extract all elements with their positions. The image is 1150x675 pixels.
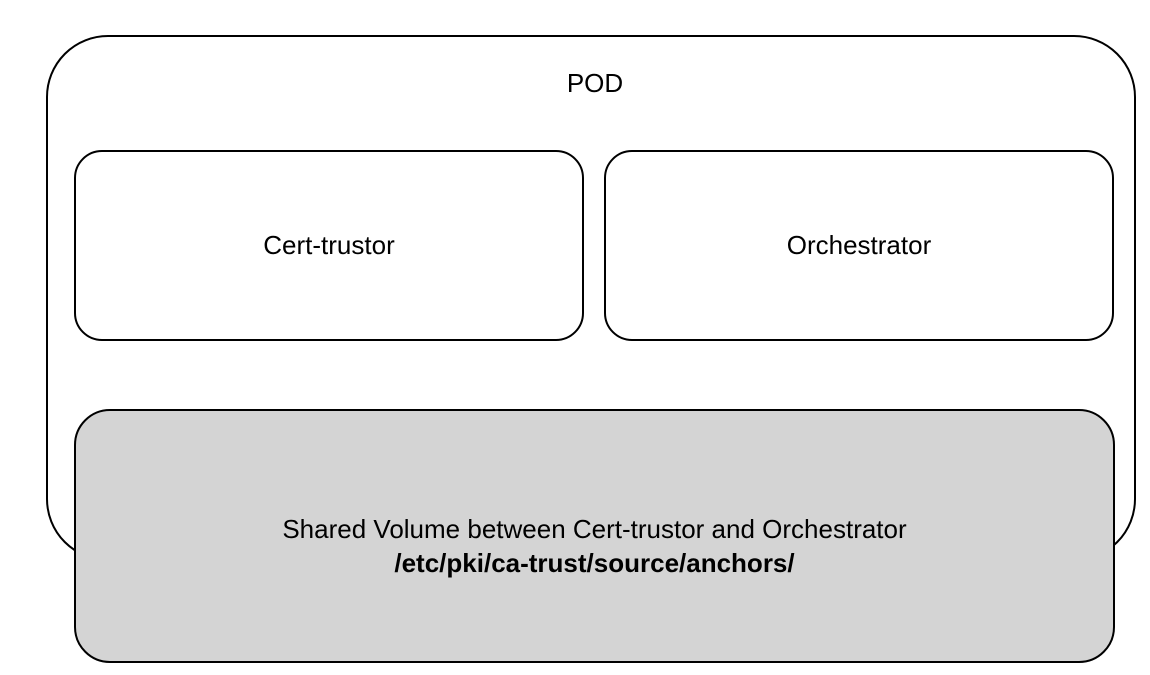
cert-trustor-box: Cert-trustor	[74, 150, 584, 341]
orchestrator-box: Orchestrator	[604, 150, 1114, 341]
shared-volume-box: Shared Volume between Cert-trustor and O…	[74, 409, 1115, 663]
orchestrator-label: Orchestrator	[786, 230, 932, 260]
cert-trustor-label: Cert-trustor	[263, 230, 395, 260]
shared-volume-path: /etc/pki/ca-trust/source/anchors/	[394, 548, 795, 578]
shared-volume-description: Shared Volume between Cert-trustor and O…	[282, 514, 907, 544]
pod-title: POD	[566, 68, 624, 98]
